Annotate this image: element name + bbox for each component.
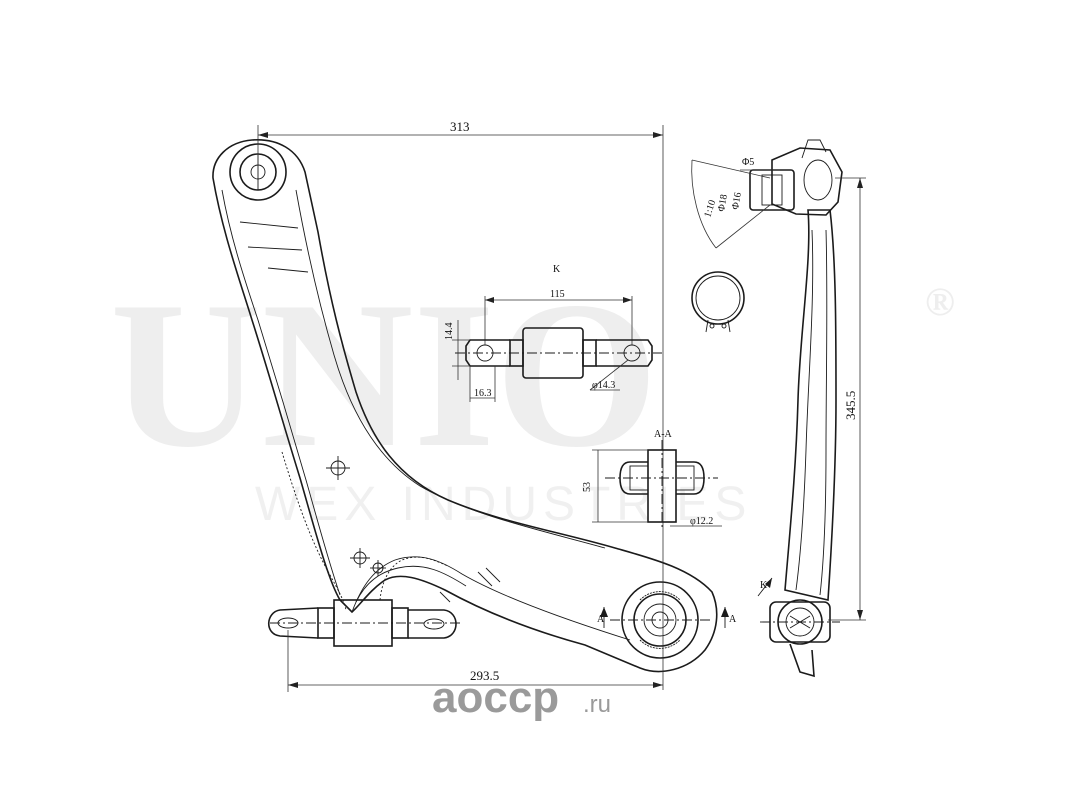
view-k-label: K [553, 264, 561, 275]
watermark-brand: UNIO [110, 259, 658, 491]
rear-bushing [610, 581, 712, 659]
dimension-53: 53 [582, 482, 593, 492]
dimension-115: 115 [550, 289, 565, 300]
dimension-overall-width: 313 [257, 119, 664, 690]
site-logo-text: aoccp [432, 673, 559, 722]
joint-dim-3: Φ18 [716, 194, 730, 213]
dimension-313: 313 [450, 119, 470, 134]
dimension-293-5: 293.5 [470, 668, 499, 683]
joint-dim-1: Φ5 [742, 157, 754, 168]
dimension-16-3: 16.3 [474, 388, 492, 399]
dimension-phi-14-3: φ14.3 [592, 380, 615, 391]
view-k-bushing-detail: K 115 14.4 16.3 φ14.3 [444, 264, 662, 402]
watermark-registered: ® [925, 279, 955, 324]
watermark-subtitle: WEX INDUSTRIES [255, 478, 752, 531]
section-marker-left: A [597, 614, 605, 625]
site-logo-domain: .ru [583, 691, 611, 718]
front-bushing [267, 599, 460, 647]
reference-hole [326, 456, 350, 480]
joint-dim-2: 1:10 [702, 199, 718, 219]
control-arm-side-view: Φ5 1:10 Φ18 Φ16 K 345.5 [691, 139, 866, 678]
watermark: UNIO ® WEX INDUSTRIES [110, 259, 955, 531]
dimension-phi-12-2: φ12.2 [690, 516, 713, 527]
site-logo: aoccp .ru [432, 673, 611, 722]
section-a-a: A-A 53 φ12.2 [582, 429, 722, 530]
section-marker-right: A [729, 614, 737, 625]
dimension-bushing-spacing: 293.5 [287, 630, 663, 692]
joint-dim-4: Φ16 [730, 192, 744, 211]
reference-hole [350, 548, 386, 576]
dimension-14-4: 14.4 [444, 323, 455, 341]
section-aa-label: A-A [654, 429, 673, 440]
view-k-arrow-label: K [760, 580, 768, 591]
dimension-345-5: 345.5 [843, 391, 858, 420]
side-bushing [760, 599, 840, 678]
snap-ring [691, 271, 745, 333]
